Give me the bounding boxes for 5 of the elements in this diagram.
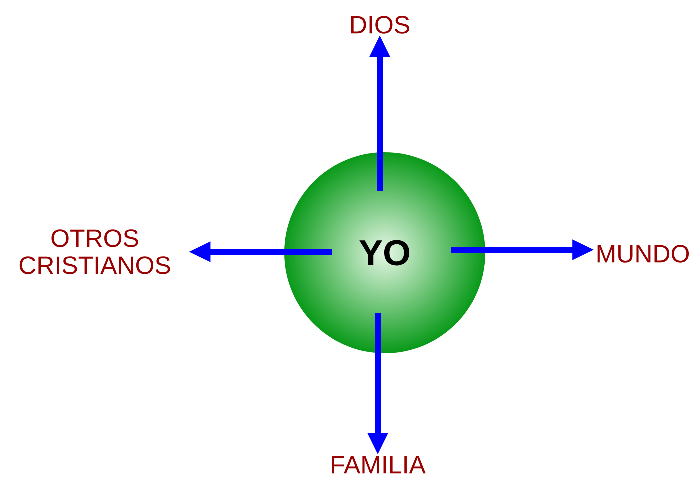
label-text: FAMILIA [332,456,426,474]
ball: YO [360,240,410,266]
label-text: OTROS CRISTIANOS [20,230,170,274]
label-text: MUNDO [598,245,690,263]
label-text: DIOS [352,16,410,34]
